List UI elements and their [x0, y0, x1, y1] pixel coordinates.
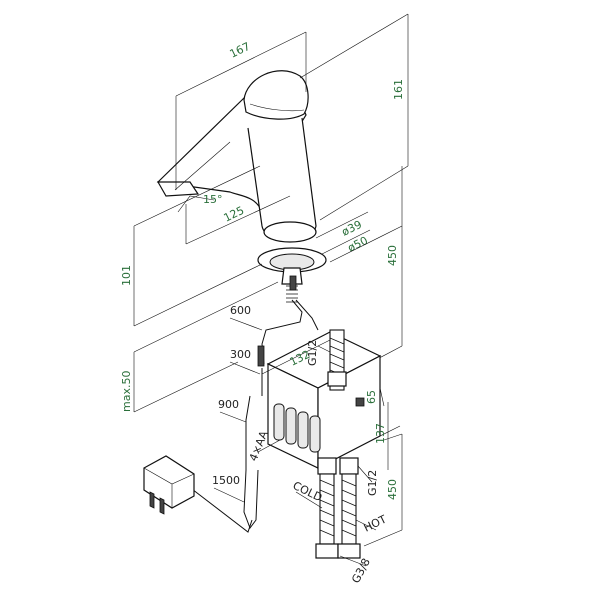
dim-label-max50: max.50: [120, 371, 133, 412]
dim-label-65: 65: [365, 390, 378, 404]
cable-label-1500: 1500: [212, 474, 240, 487]
dimension-137: 137: [374, 402, 401, 470]
hose-cold: COLD: [291, 457, 339, 559]
faucet-base: [257, 247, 327, 303]
cable-label-600: 600: [230, 304, 251, 317]
dimension-diameter: ø39 ø50: [315, 211, 371, 255]
thread-label-mid: G1/2: [366, 470, 379, 496]
dimension-161: 161: [299, 13, 409, 221]
control-box: [266, 331, 382, 469]
dim-label-angle: 15°: [203, 193, 223, 206]
dim-label-101: 101: [120, 265, 133, 286]
cable-label-300: 300: [230, 348, 251, 361]
dimension-65: 65: [365, 387, 385, 407]
dimension-101: 101: [120, 165, 263, 327]
power-adapter: [143, 455, 195, 515]
hose-hot: HOT: [337, 457, 389, 559]
hot-label: HOT: [362, 513, 389, 535]
dim-label-50: ø50: [346, 234, 370, 255]
cable-label-900: 900: [218, 398, 239, 411]
battery-pack: 4×AA: [247, 403, 321, 464]
dim-label-450-top: 450: [386, 245, 399, 266]
cold-label: COLD: [291, 479, 325, 504]
inlet-hose-top: G1/2: [306, 329, 347, 391]
battery-label: 4×AA: [247, 429, 271, 464]
dim-label-161: 161: [392, 79, 405, 100]
dimension-450-bottom: 450: [363, 433, 403, 547]
dimension-max50: max.50: [120, 281, 279, 413]
thread-mid: G1/2: [357, 465, 379, 496]
dim-label-137: 137: [374, 423, 387, 444]
thread-label-bottom: G3/8: [349, 556, 373, 585]
dim-label-450-bottom: 450: [386, 479, 399, 500]
faucet-spout: [156, 70, 317, 243]
dimension-angle: 15°: [177, 193, 223, 213]
thread-label-top: G1/2: [306, 340, 319, 366]
thread-bottom: G3/8: [339, 555, 373, 585]
cable-assembly: 600 300 900 1500: [187, 299, 319, 533]
dim-label-167: 167: [228, 40, 253, 61]
